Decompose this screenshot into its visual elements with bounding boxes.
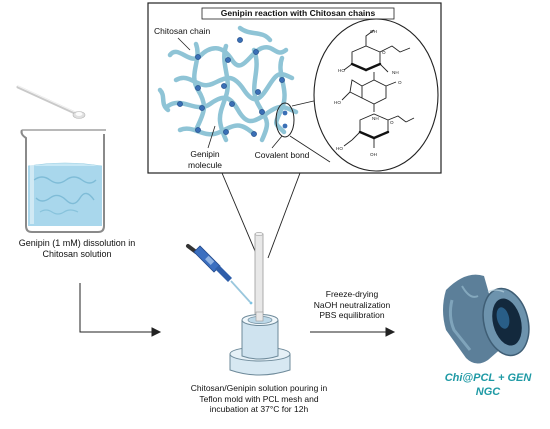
spatula-illustration	[16, 85, 86, 119]
result-line-1: Chi@PCL + GEN	[444, 372, 532, 384]
post-processing-steps: Freeze-drying NaOH neutralization PBS eq…	[310, 289, 394, 321]
chem-label-ho: HO	[336, 146, 343, 151]
pouring-step-label: Chitosan/Genipin solution pouring in Tef…	[190, 383, 328, 415]
result-line-2: NGC	[475, 385, 501, 398]
chem-label-ho: HO	[334, 100, 341, 105]
pipette-illustration	[186, 244, 253, 305]
teflon-mold	[229, 232, 291, 376]
beaker-illustration	[20, 129, 106, 233]
ngc-conduit-image	[443, 274, 530, 364]
covalent-bond-ellipse	[275, 102, 295, 138]
post-step-pbs-equilibration: PBS equilibration	[319, 310, 385, 321]
post-step-freeze-drying: Freeze-drying	[325, 289, 379, 299]
chem-label-o: O	[382, 50, 386, 55]
chem-label-o: O	[390, 120, 394, 125]
panel-title: Genipin reaction with Chitosan chains	[220, 8, 376, 18]
chitosan-chain-label: Chitosan chain	[154, 26, 211, 36]
process-arrows	[79, 283, 396, 337]
genipin-molecule-label: Genipin molecule	[187, 149, 223, 170]
chemical-structure-zoom: OH HO NH O O HO NH O OH HO	[313, 18, 439, 172]
chem-label-oh: OH	[370, 152, 377, 157]
chem-label-ho: HO	[338, 68, 345, 73]
dissolution-step-label: Genipin (1 mM) dissolution in Chitosan s…	[18, 238, 136, 260]
post-step-naoh-neutralization: NaOH neutralization	[313, 299, 391, 310]
chem-label-oh: OH	[370, 29, 377, 34]
covalent-bond-label: Covalent bond	[254, 150, 310, 160]
panel-connectors	[221, 172, 301, 259]
genipin-nodes	[177, 37, 285, 137]
result-label: Chi@PCL + GEN NGC	[430, 372, 546, 400]
chem-label-nh: NH	[372, 116, 379, 121]
chem-label-o: O	[398, 80, 402, 85]
chem-label-nh: NH	[392, 70, 399, 75]
